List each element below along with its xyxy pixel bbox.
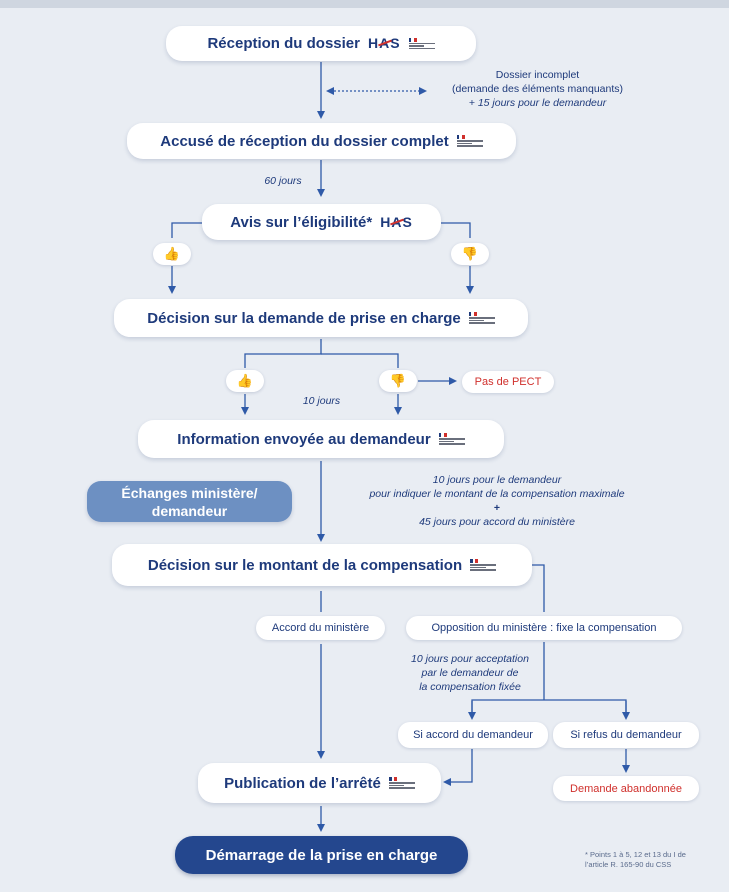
has-logo: HAS — [368, 36, 401, 51]
step-decision-prise-en-charge: Décision sur la demande de prise en char… — [114, 299, 528, 337]
step-avis-label: Avis sur l’éligibilité* — [230, 213, 373, 231]
step-decision-pec-label: Décision sur la demande de prise en char… — [147, 309, 461, 327]
note-delais-montant: 10 jours pour le demandeur pour indiquer… — [352, 473, 642, 529]
has-logo-mark: HAS — [367, 35, 401, 51]
outcome-si-accord-demandeur: Si accord du demandeur — [398, 722, 548, 748]
outcome-accord-ministere: Accord du ministère — [256, 616, 385, 640]
footnote-line1: * Points 1 à 5, 12 et 13 du I de — [585, 850, 686, 859]
outcome-demande-abandonnee: Demande abandonnée — [553, 776, 699, 801]
ministere-logo — [408, 37, 435, 50]
step-decision-montant-compensation: Décision sur le montant de la compensati… — [112, 544, 532, 586]
thumbs-down-icon: 👎 — [379, 370, 417, 392]
step-avis-eligibilite: Avis sur l’éligibilité* HAS — [202, 204, 441, 240]
note-acceptation-line1: 10 jours pour acceptation — [411, 653, 529, 665]
box-echanges-ministere-demandeur: Échanges ministère/ demandeur — [87, 481, 292, 522]
step-information-demandeur: Information envoyée au demandeur — [138, 420, 504, 458]
note-montant-line1: 10 jours pour le demandeur — [432, 474, 562, 486]
note-60-jours: 60 jours — [264, 175, 302, 187]
line-decision-left — [244, 339, 322, 368]
ministere-logo — [468, 312, 495, 324]
line-decision-right — [321, 353, 399, 368]
line-montant-right — [532, 564, 545, 612]
note-delai-acceptation: 10 jours pour acceptation par le demande… — [400, 652, 540, 694]
step-decision-montant-label: Décision sur le montant de la compensati… — [147, 556, 463, 574]
ministere-logo — [456, 135, 483, 147]
note-acceptation-line3: la compensation fixée — [419, 681, 521, 693]
ministere-logo — [470, 559, 497, 571]
thumbs-up-icon: 👍 — [153, 243, 191, 265]
step-reception-label: Réception du dossier — [207, 35, 360, 52]
has-logo: HAS — [380, 215, 413, 230]
step-accuse-reception: Accusé de réception du dossier complet — [127, 123, 516, 159]
ministere-logo — [438, 433, 465, 445]
line-avis-right — [441, 222, 471, 238]
outcome-opposition-ministere: Opposition du ministère : fixe la compen… — [406, 616, 682, 640]
line-avis-left — [171, 222, 202, 238]
note-incomplet-line1: Dossier incomplet — [495, 69, 580, 81]
note-incomplet-line3: + 15 jours pour le demandeur — [468, 97, 607, 109]
step-accuse-label: Accusé de réception du dossier complet — [160, 132, 449, 150]
ministere-logo — [388, 777, 415, 789]
footnote-article: * Points 1 à 5, 12 et 13 du I de l’artic… — [585, 850, 720, 870]
outcome-si-refus-demandeur: Si refus du demandeur — [553, 722, 699, 748]
note-montant-line3: 45 jours pour accord du ministère — [419, 516, 575, 528]
step-reception-dossier: Réception du dossier HAS — [166, 26, 476, 61]
step-publication-arrete: Publication de l’arrêté — [198, 763, 441, 803]
has-logo-mark: HAS — [380, 213, 413, 230]
note-montant-line2: pour indiquer le montant de la compensat… — [369, 488, 625, 500]
top-strip — [0, 0, 729, 8]
thumbs-up-icon: 👍 — [226, 370, 264, 392]
step-information-label: Information envoyée au demandeur — [177, 430, 431, 448]
note-montant-plus: + — [493, 502, 501, 514]
note-dossier-incomplet: Dossier incomplet (demande des éléments … — [430, 68, 645, 110]
footnote-line2: l’article R. 165-90 du CSS — [585, 860, 672, 869]
line-split-accord-refus — [471, 699, 627, 715]
arrow-si-accord-to-publication — [443, 749, 473, 786]
note-acceptation-line2: par le demandeur de — [421, 667, 519, 679]
step-demarrage-prise-en-charge: Démarrage de la prise en charge — [175, 836, 468, 874]
note-incomplet-line2: (demande des éléments manquants) — [451, 83, 623, 95]
note-10-jours: 10 jours — [302, 395, 341, 407]
outcome-pas-de-pect: Pas de PECT — [462, 371, 554, 393]
thumbs-down-icon: 👎 — [451, 243, 489, 265]
step-publication-label: Publication de l’arrêté — [224, 774, 381, 792]
